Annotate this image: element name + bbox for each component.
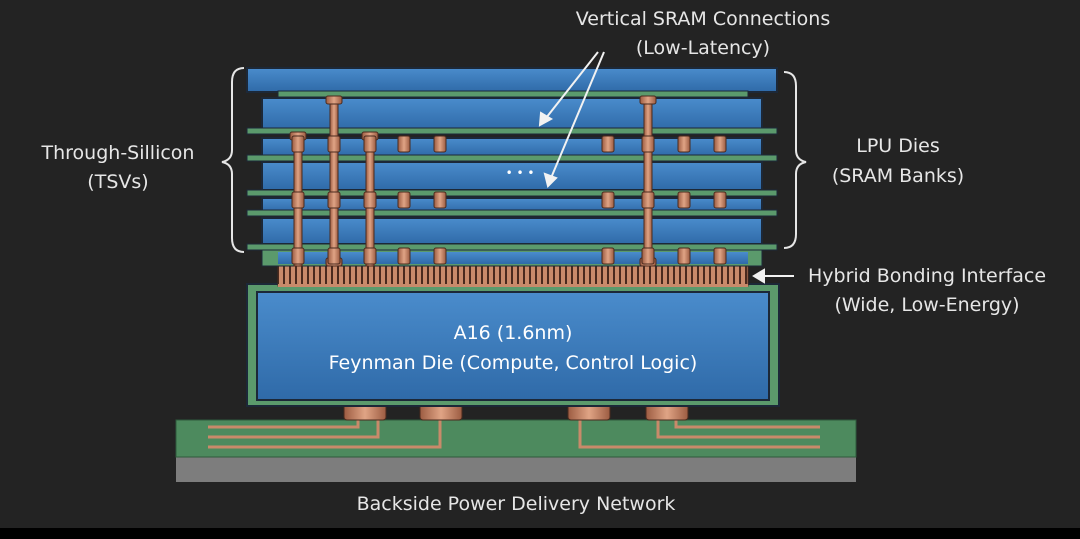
hybrid-bonding-arrow	[752, 268, 794, 284]
bottom-bar	[0, 528, 1080, 539]
right-brace	[783, 71, 807, 249]
vertical-sram-label-line1: Vertical SRAM Connections	[575, 8, 831, 30]
hybrid-bonding-label-line2: (Wide, Low-Energy)	[834, 294, 1020, 316]
lpu-die-stack	[246, 67, 778, 267]
left-brace	[221, 67, 245, 253]
lpu-dies-label-line1: LPU Dies	[856, 135, 940, 157]
die-label-line2: Feynman Die (Compute, Control Logic)	[328, 352, 698, 374]
vertical-sram-label-line2: (Low-Latency)	[635, 37, 771, 59]
tsv-label-line2: (TSVs)	[87, 171, 149, 193]
backside-power-label: Backside Power Delivery Network	[356, 493, 676, 515]
hybrid-bonding-label-line1: Hybrid Bonding Interface	[807, 265, 1047, 287]
sram-pillars	[291, 135, 727, 265]
tsv-label-line1: Through-Sillicon	[41, 142, 195, 164]
die-label-line1: A16 (1.6nm)	[453, 322, 573, 344]
stack-ellipsis: • • •	[505, 166, 535, 180]
base-layer	[176, 456, 856, 482]
lpu-dies-label-line2: (SRAM Banks)	[831, 165, 965, 187]
hybrid-bonding-interface	[277, 265, 749, 287]
feynman-die	[256, 291, 770, 401]
vertical-sram-arrows	[538, 51, 605, 188]
